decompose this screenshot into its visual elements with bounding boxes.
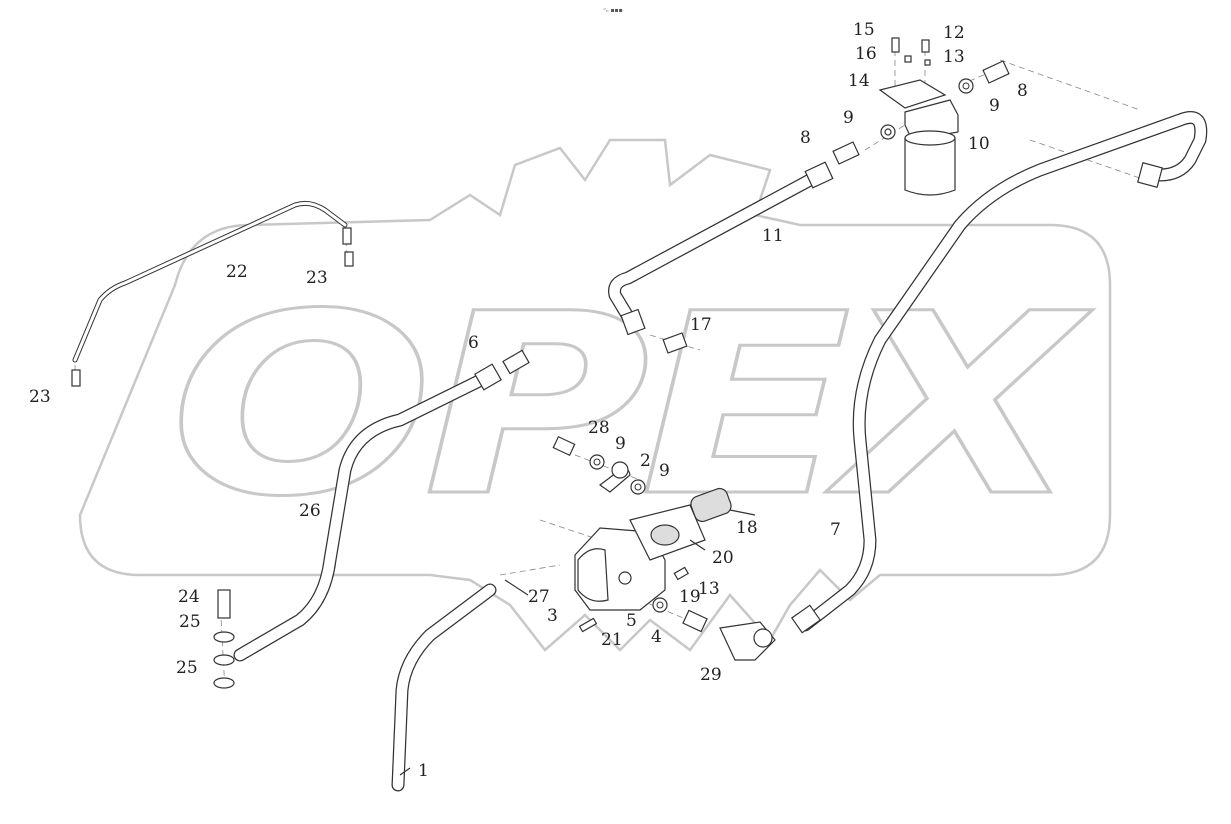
hose-nut-26 <box>474 363 502 391</box>
banjo-2-eye <box>611 461 629 479</box>
callout-23b: 23 <box>29 387 51 407</box>
washer-25b <box>213 654 235 666</box>
adapter-19 <box>682 609 708 633</box>
nut-13-top <box>924 59 931 66</box>
callout-3: 3 <box>547 606 558 626</box>
hose-nut-7 <box>790 604 822 634</box>
leader-lines <box>399 509 756 776</box>
callout-5: 5 <box>626 611 637 631</box>
watermark-text: OPEX <box>170 260 1093 551</box>
nipple-23-left <box>71 369 81 387</box>
washer-25c <box>213 677 235 689</box>
callout-27: 27 <box>528 587 550 607</box>
callout-9d: 9 <box>659 461 670 481</box>
callout-4: 4 <box>651 627 662 647</box>
pump-assembly <box>574 504 706 611</box>
callout-7: 7 <box>830 520 841 540</box>
adapter-17 <box>662 332 688 354</box>
callout-8a: 8 <box>800 128 811 148</box>
fittings <box>71 37 1163 689</box>
callout-25a: 25 <box>179 612 201 632</box>
callout-26: 26 <box>299 501 321 521</box>
callout-12: 12 <box>943 23 965 43</box>
callout-13b: 13 <box>698 579 720 599</box>
callout-16: 16 <box>855 44 877 64</box>
callout-2: 2 <box>640 451 651 471</box>
callout-13a: 13 <box>943 47 965 67</box>
hose-nut-11-lower <box>620 308 646 336</box>
nipple-23-top <box>344 251 354 267</box>
callout-10: 10 <box>968 134 990 154</box>
tee-fitting-29-port <box>753 628 773 648</box>
bolt-15 <box>891 37 900 53</box>
filter-assembly <box>878 79 959 196</box>
bolt-28 <box>552 435 576 457</box>
hose-nut-7-upper <box>1137 162 1163 188</box>
pin-21 <box>578 617 598 633</box>
cover-plate-14 <box>878 79 947 109</box>
callout-14: 14 <box>848 71 870 91</box>
fitting-23-top <box>342 227 352 245</box>
callout-17: 17 <box>690 315 712 335</box>
watermark-logo: OPEX <box>78 138 1112 652</box>
filter-bowl-10 <box>904 137 956 196</box>
callout-labels: ⁼ₙ ▪▪▪ 1 2 3 4 5 6 7 8 8 9 9 9 9 10 11 1… <box>29 7 1028 781</box>
header-mark: ⁼ₙ ▪▪▪ <box>603 7 623 14</box>
screw-13-pump <box>673 566 690 581</box>
filter-head <box>904 99 959 141</box>
pipes <box>72 111 1208 792</box>
washer-16 <box>904 55 912 63</box>
callout-23a: 23 <box>306 268 328 288</box>
callout-9a: 9 <box>843 108 854 128</box>
adapter-8-left <box>832 141 860 165</box>
callout-28: 28 <box>588 418 610 438</box>
pump-shaft-27 <box>618 571 632 585</box>
adapter-8-right <box>982 60 1010 84</box>
callout-25b: 25 <box>176 658 198 678</box>
callout-11: 11 <box>762 226 784 246</box>
callout-9b: 9 <box>989 96 1000 116</box>
washer-25a <box>213 631 235 643</box>
watermark-gear-outline <box>78 138 1112 652</box>
callout-29: 29 <box>700 665 722 685</box>
callout-9c: 9 <box>615 434 626 454</box>
bolt-12 <box>921 39 930 53</box>
callout-8b: 8 <box>1017 81 1028 101</box>
callout-24: 24 <box>178 587 200 607</box>
hose-nut-11 <box>804 161 834 189</box>
callout-22: 22 <box>226 262 248 282</box>
pump-front-cover <box>577 548 609 602</box>
flange-port <box>650 524 680 546</box>
filter-bowl-rim <box>904 130 956 146</box>
bolt-24 <box>217 589 231 619</box>
callout-1: 1 <box>418 761 429 781</box>
callout-20: 20 <box>712 548 734 568</box>
callout-21: 21 <box>601 630 623 650</box>
callout-15: 15 <box>853 20 875 40</box>
callout-6: 6 <box>468 333 479 353</box>
adapter-6 <box>502 349 530 375</box>
callout-19: 19 <box>679 587 701 607</box>
callout-18: 18 <box>736 518 758 538</box>
